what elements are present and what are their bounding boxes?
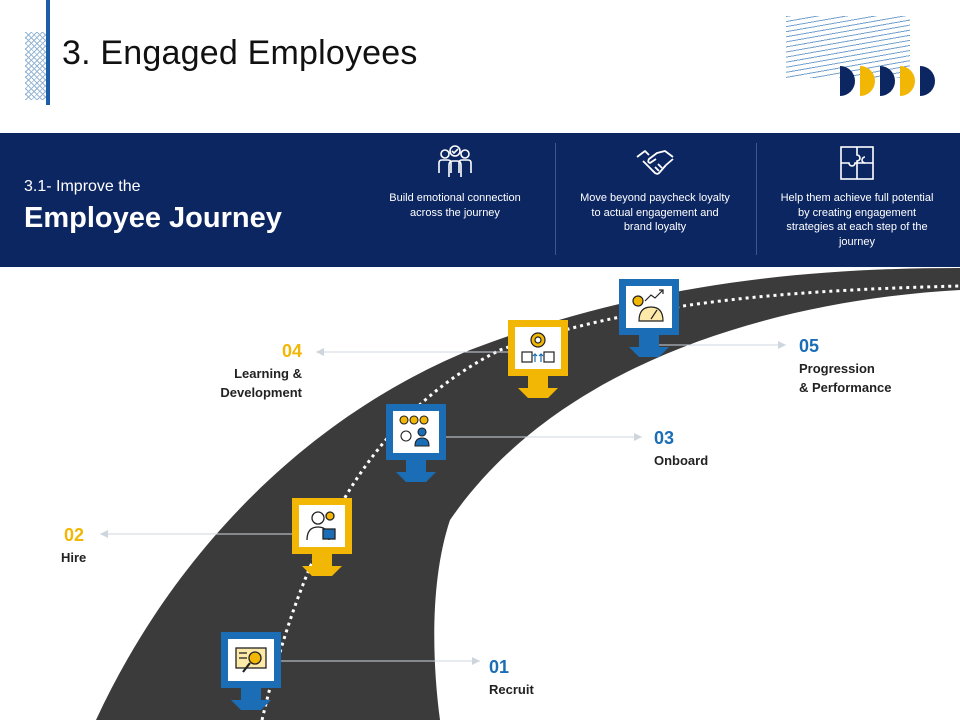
handshake-icon <box>636 150 674 175</box>
team-icon <box>438 145 472 177</box>
divider <box>756 143 757 255</box>
accent-bar <box>46 0 50 105</box>
recruit-search-icon <box>235 647 267 673</box>
decorative-hatch-left <box>25 32 47 100</box>
hire-person-icon <box>306 511 336 541</box>
step-label-progression: Progression & Performance <box>799 359 891 397</box>
feature-text: Help them achieve full potential by crea… <box>780 192 934 248</box>
feature-text: Move beyond paycheck loyalty to actual e… <box>580 192 730 233</box>
marker-learning <box>508 320 568 398</box>
puzzle-icon <box>840 146 874 180</box>
step-number-02: 02 <box>64 525 85 545</box>
step-label-line: & Performance <box>799 380 892 395</box>
step-label-hire: Hire <box>61 550 87 565</box>
banner-title: Employee Journey <box>24 202 282 234</box>
banner-subtitle: 3.1- Improve the <box>24 178 141 195</box>
journey-banner <box>0 133 960 267</box>
feature-text: Build emotional connection across the jo… <box>389 192 521 219</box>
marker-recruit <box>221 632 281 710</box>
step-number-05: 05 <box>799 336 820 356</box>
road-center-line <box>260 284 960 720</box>
divider <box>555 143 556 255</box>
marker-progression <box>619 279 679 357</box>
step-label-line: Learning & <box>234 366 302 381</box>
road-surface <box>96 268 960 720</box>
step-label-onboard: Onboard <box>654 453 709 468</box>
decorative-half-circles <box>840 66 935 96</box>
step-label-learning: Learning & Development <box>180 364 302 402</box>
step-label-line: Development <box>220 385 302 400</box>
feature-full-potential: Help them achieve full potential by crea… <box>762 133 952 267</box>
step-label-line: Progression <box>799 361 875 376</box>
progression-chart-icon <box>632 289 664 322</box>
page-title: 3. Engaged Employees <box>62 34 418 72</box>
onboard-team-icon <box>399 415 430 447</box>
learning-gear-icon <box>521 332 555 363</box>
feature-brand-loyalty: Move beyond paycheck loyalty to actual e… <box>562 133 748 267</box>
marker-onboard <box>386 404 446 482</box>
decorative-hatch-right <box>786 16 910 78</box>
step-number-04: 04 <box>281 341 302 361</box>
step-label-recruit: Recruit <box>489 682 534 697</box>
feature-emotional-connection: Build emotional connection across the jo… <box>362 133 548 267</box>
marker-hire <box>292 498 352 576</box>
step-number-01: 01 <box>489 657 510 677</box>
step-number-03: 03 <box>654 428 675 448</box>
